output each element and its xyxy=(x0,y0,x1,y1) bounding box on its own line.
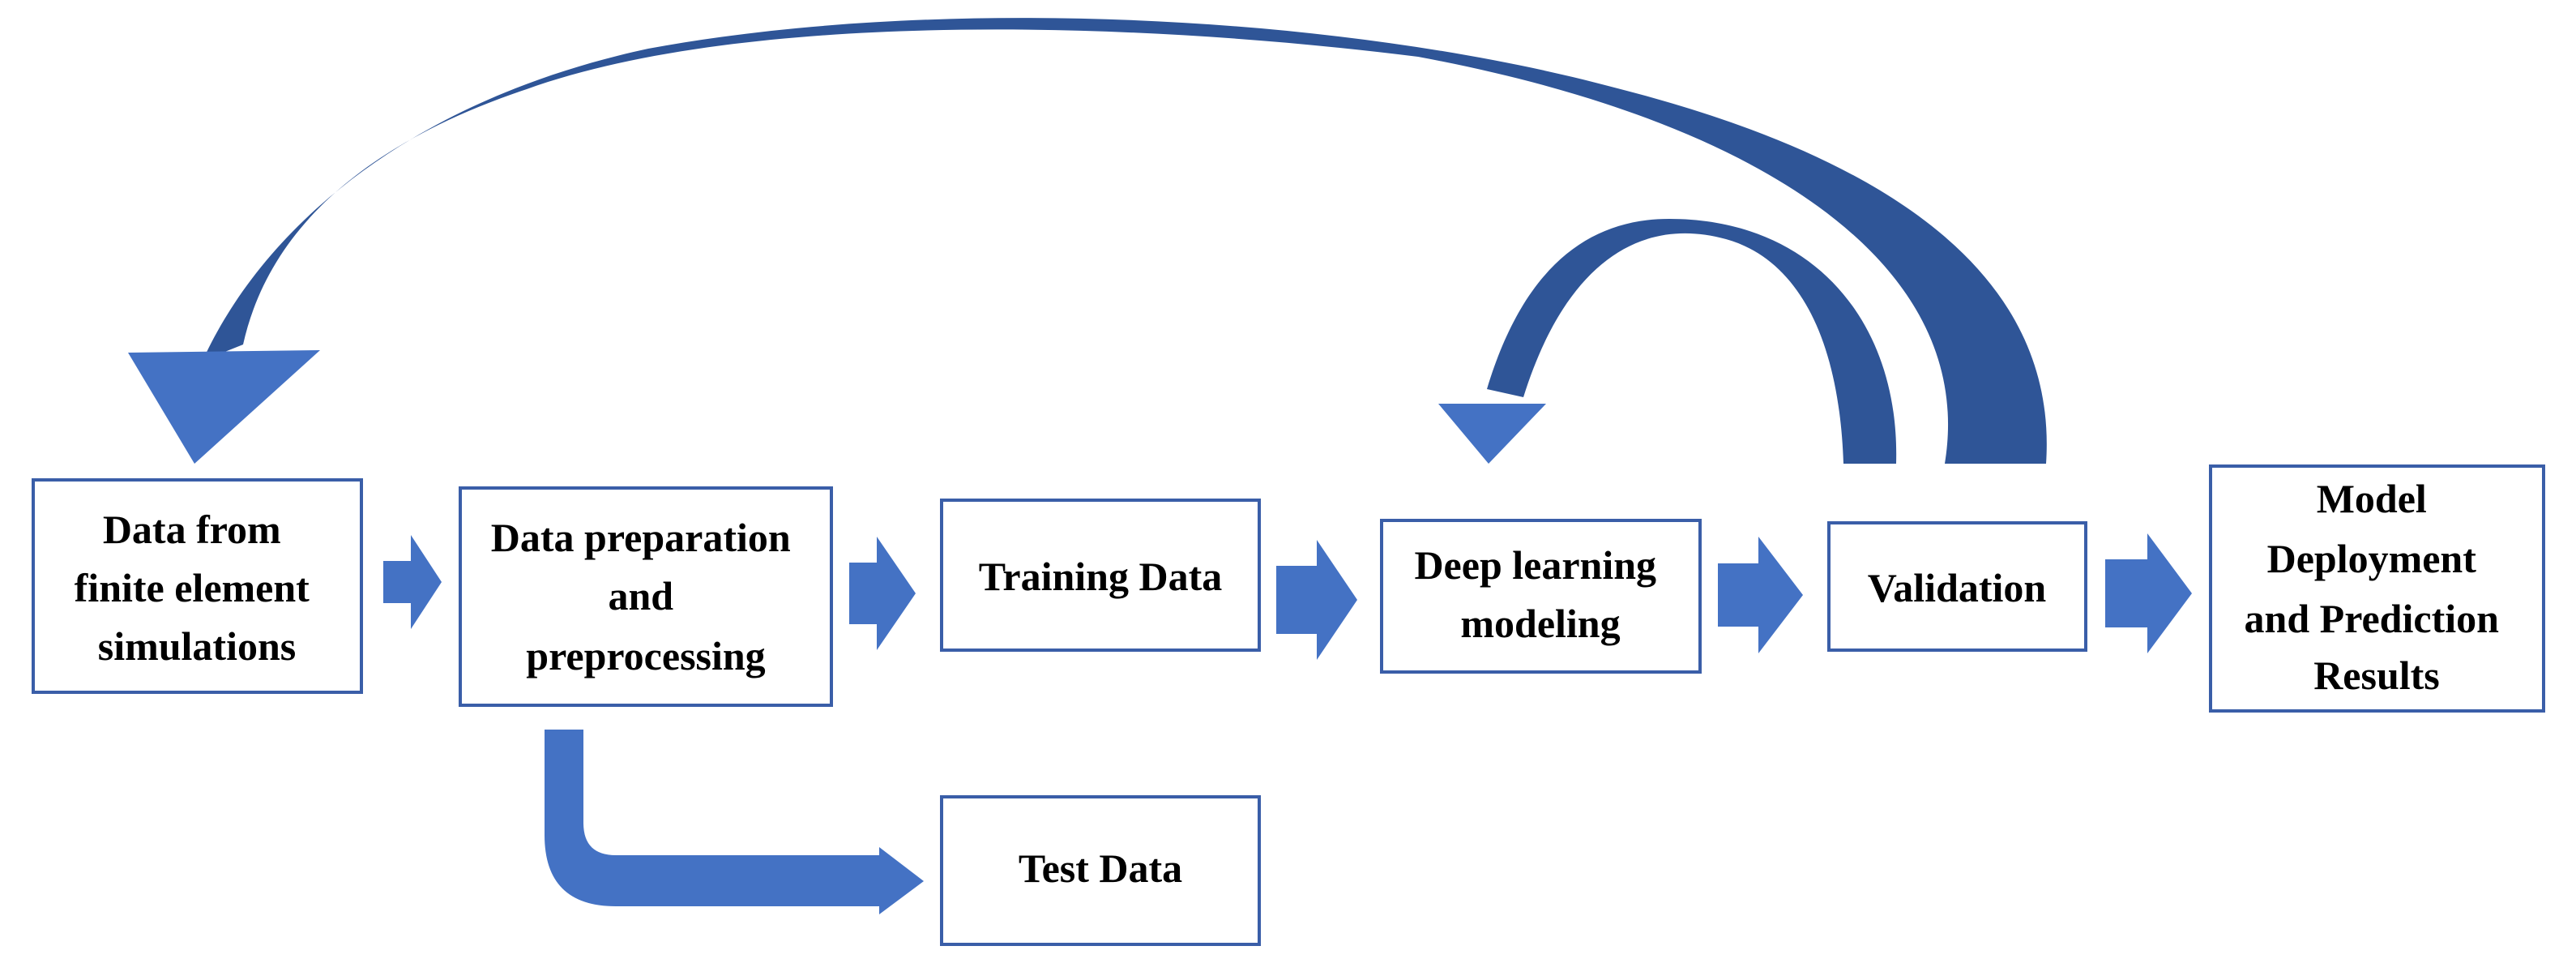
node-label-line: finite element xyxy=(75,565,310,610)
node-label-line: Model xyxy=(2317,476,2427,521)
test-data-arrow-body xyxy=(545,730,879,906)
node-label: Model Deployment and Prediction Results xyxy=(2245,476,2510,698)
node-training-data: Training Data xyxy=(940,499,1261,652)
node-box xyxy=(1380,519,1702,674)
node-label: Training Data xyxy=(979,554,1223,599)
node-label: Data from finite element simulations xyxy=(75,507,320,669)
arrow-training-to-deep-learning xyxy=(1276,540,1357,660)
feedback-arrow-small-head xyxy=(1438,404,1546,464)
test-data-arrow-head xyxy=(879,847,924,914)
node-label-line: Deployment xyxy=(2267,536,2477,581)
node-box xyxy=(32,478,363,694)
node-label: Deep learning modeling xyxy=(1414,542,1666,646)
node-label-line: Deep learning xyxy=(1414,542,1656,588)
node-data-source: Data from finite element simulations xyxy=(32,478,363,694)
feedback-arrow-large-head xyxy=(128,350,320,464)
feedback-arrow-small-body xyxy=(1487,219,1897,464)
node-label-line: Test Data xyxy=(1019,845,1182,891)
node-label-line: simulations xyxy=(98,623,297,669)
arrow-preparation-to-training xyxy=(849,537,916,650)
node-label-line: Training Data xyxy=(979,554,1223,599)
node-data-preparation: Data preparation and preprocessing xyxy=(459,486,833,707)
arrow-preparation-to-test-data xyxy=(545,730,924,914)
node-label-line: and Prediction xyxy=(2245,596,2500,641)
node-label: Data preparation and preprocessing xyxy=(491,515,801,678)
arrow-data-source-to-preparation xyxy=(383,535,442,629)
arrow-validation-to-deployment xyxy=(2105,533,2192,653)
node-box xyxy=(940,499,1261,652)
node-validation: Validation xyxy=(1827,521,2087,652)
node-box xyxy=(2209,464,2545,713)
arrow-deep-learning-to-validation xyxy=(1718,537,1803,653)
node-box xyxy=(459,486,833,707)
node-label-line: Validation xyxy=(1868,565,2047,610)
node-deep-learning: Deep learning modeling xyxy=(1380,519,1702,674)
node-label-line: Data from xyxy=(103,507,281,552)
node-box xyxy=(940,795,1261,946)
node-box xyxy=(1827,521,2087,652)
node-label-line: and xyxy=(608,573,673,619)
node-test-data: Test Data xyxy=(940,795,1261,946)
feedback-arrow-validation-to-data-source xyxy=(128,18,2047,464)
feedback-arrow-validation-to-deep-learning xyxy=(1438,219,1897,464)
node-label-line: Results xyxy=(2313,653,2440,698)
node-label-line: preprocessing xyxy=(526,633,765,678)
node-label-line: Data preparation xyxy=(491,515,791,560)
node-label-line: modeling xyxy=(1460,601,1620,646)
node-label: Validation xyxy=(1868,565,2047,610)
flow-arrows xyxy=(383,533,2192,660)
node-deployment: Model Deployment and Prediction Results xyxy=(2209,464,2545,713)
node-label: Test Data xyxy=(1019,845,1182,891)
